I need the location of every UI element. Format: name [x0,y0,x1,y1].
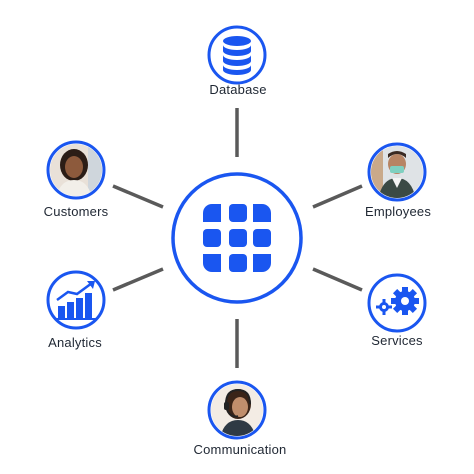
communication-label: Communication [193,442,287,457]
connector-analytics [112,267,164,292]
database-label: Database [209,82,267,97]
customers-label: Customers [43,204,109,219]
app-grid-icon [203,204,271,272]
hub-node [171,172,303,304]
database-node [207,25,267,85]
customer-photo [50,144,102,196]
services-node [367,273,427,333]
analytics-label: Analytics [48,335,102,350]
connector-customers [112,184,164,209]
customers-node [46,140,106,200]
employees-label: Employees [364,204,432,219]
headset-agent-photo [211,384,263,436]
analytics-node [46,270,106,330]
services-label: Services [371,333,423,348]
employees-node [367,142,427,202]
communication-node [207,380,267,440]
database-icon [223,36,251,75]
bar-chart-trend-icon [56,281,96,320]
connector-services [312,267,363,292]
connector-lines [112,108,363,368]
connector-employees [312,184,363,209]
